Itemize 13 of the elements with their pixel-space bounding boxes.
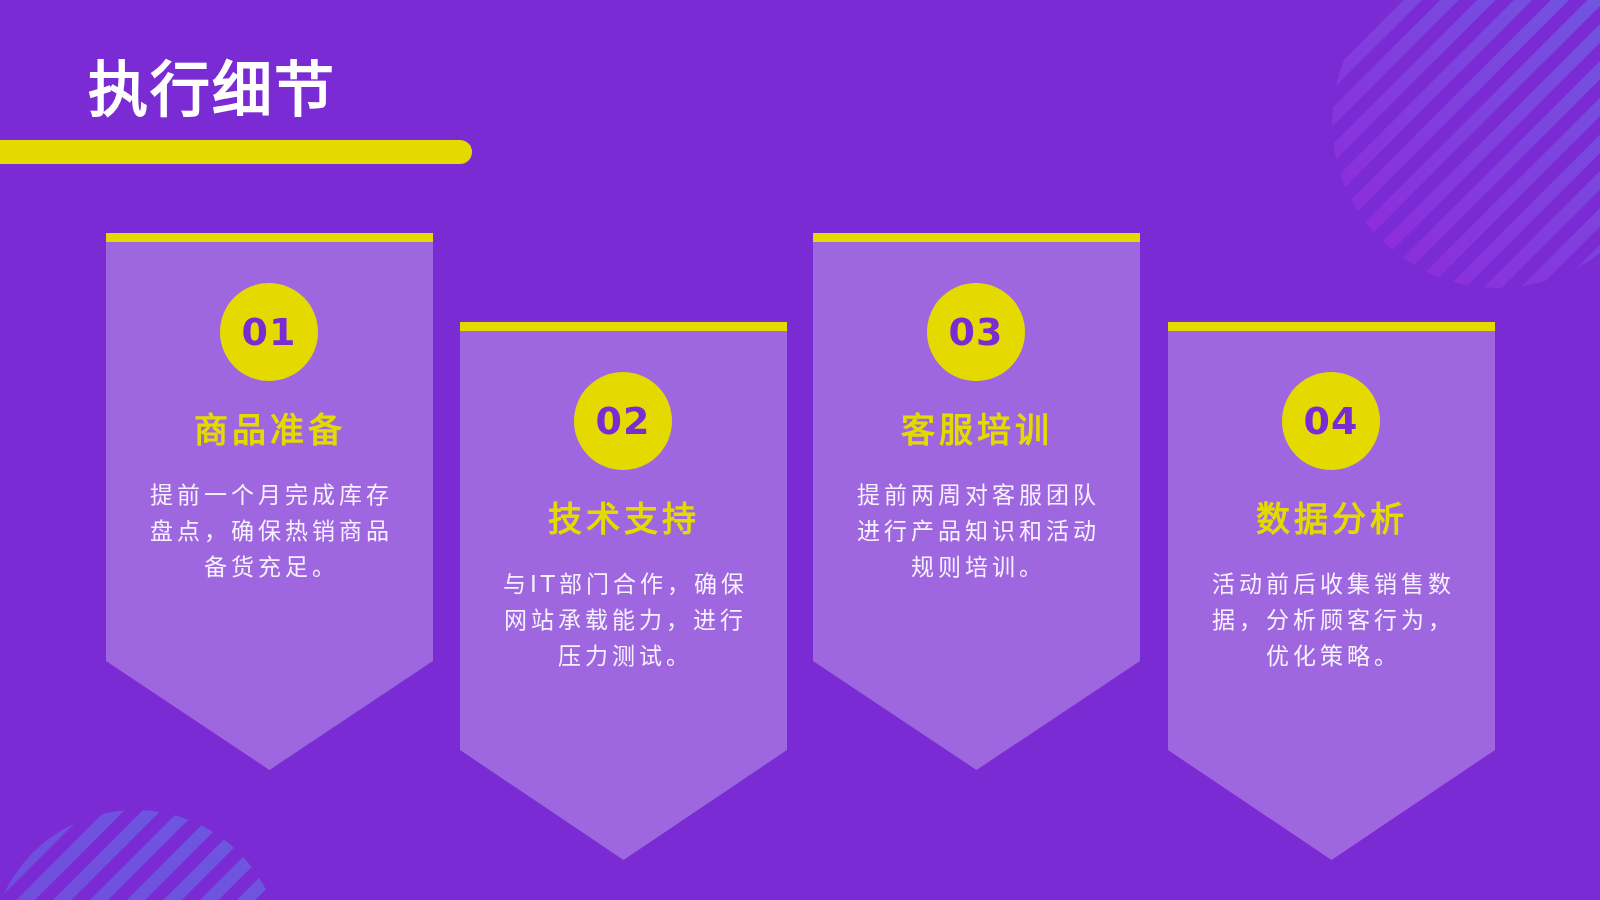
card-heading: 客服培训 — [899, 409, 1054, 452]
banner-card — [813, 233, 1140, 770]
card-description: 与IT部门合作，确保网站承载能力，进行压力测试。 — [502, 570, 749, 671]
card-description: 活动前后收集销售数据，分析顾客行为，优化策略。 — [1211, 570, 1456, 671]
slide-title: 执行细节 — [88, 54, 336, 127]
banner-card — [460, 322, 787, 860]
card-description: 提前两周对客服团队进行产品知识和活动规则培训。 — [856, 481, 1101, 582]
card-heading: 商品准备 — [192, 409, 347, 452]
banner-card — [106, 233, 433, 770]
card-heading: 技术支持 — [546, 498, 701, 541]
card-heading: 数据分析 — [1254, 498, 1409, 541]
card-description: 提前一个月完成库存盘点，确保热销商品备货充足。 — [149, 481, 394, 582]
banner-card — [1168, 322, 1495, 860]
